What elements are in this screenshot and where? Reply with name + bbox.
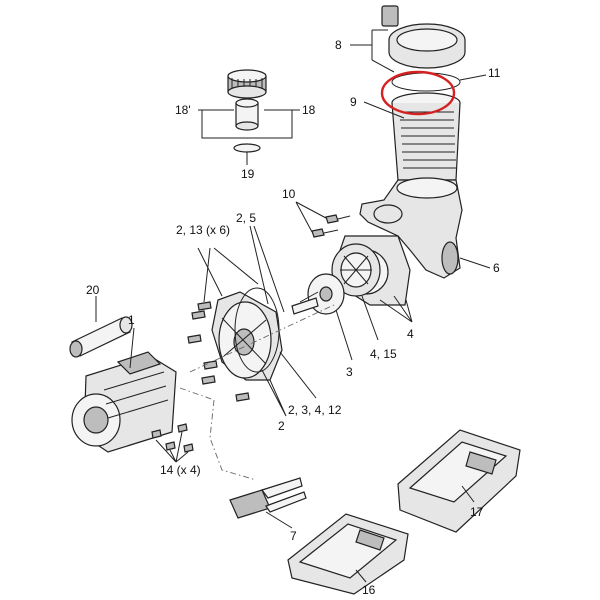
label-9: 9 [350,95,357,109]
motor [71,351,177,453]
base-16 [287,513,409,595]
label-8: 8 [335,38,342,52]
strainer-basket [391,92,461,181]
label-6: 6 [493,261,500,275]
seal-plate [211,291,283,381]
capacitor [69,316,133,358]
label-18: 18 [302,103,316,117]
label-1: 1 [128,313,135,327]
label-20: 20 [86,283,100,297]
gasket-icon [234,287,280,373]
strainer-lid [381,5,466,69]
screws-10 [311,214,351,238]
label-4-15: 4, 15 [370,347,397,361]
union-assembly [227,69,267,153]
highlight-ring [380,70,456,116]
union-o-ring-icon [233,143,261,153]
clip [229,477,307,519]
screws-14 [151,423,194,453]
label-17: 17 [470,505,484,519]
label-2-13: 2, 13 (x 6) [176,223,230,237]
label-11: 11 [488,66,501,80]
screws-13 [187,301,250,402]
label-10: 10 [282,187,296,201]
label-19: 19 [241,167,255,181]
label-18-prime: 18' [175,103,191,117]
label-16: 16 [362,583,376,597]
label-2: 2 [278,419,285,433]
label-2-5: 2, 5 [236,211,256,225]
label-14: 14 (x 4) [160,463,201,477]
diffuser [331,243,381,297]
label-3: 3 [346,365,353,379]
label-7: 7 [290,529,297,543]
label-2-3-4-12: 2, 3, 4, 12 [288,403,342,417]
label-4: 4 [407,327,414,341]
base-17 [397,429,521,533]
